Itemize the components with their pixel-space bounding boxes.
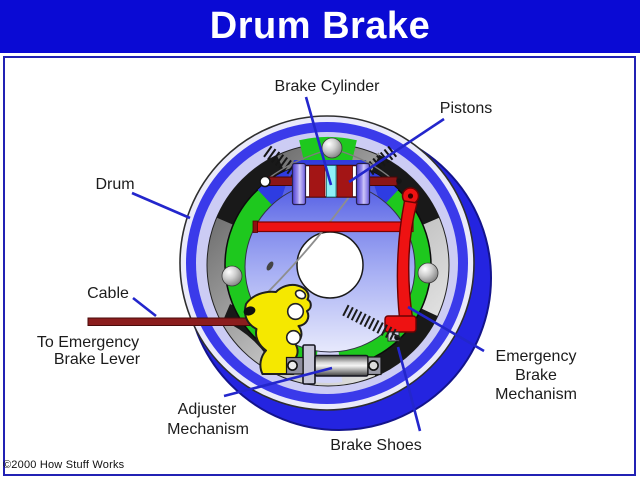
title-bar: Drum Brake — [0, 0, 640, 53]
label-adjuster-line1: Adjuster — [178, 401, 237, 418]
adjuster-screw-body — [314, 354, 369, 377]
pivot-ball-left — [221, 265, 243, 287]
parking-strut-end — [252, 220, 258, 233]
spring-wire-right — [339, 150, 393, 180]
pivot-ball-top — [321, 137, 343, 159]
label-emergency-line1: Emergency — [496, 348, 577, 365]
label-adjuster-line2: Mechanism — [167, 421, 249, 438]
cylinder-chamber-right — [336, 165, 353, 198]
leader-pistons — [348, 117, 445, 184]
content-frame — [3, 56, 636, 476]
label-emergency-line2: Brake — [515, 367, 557, 384]
adjuster-lever-hole-upper — [286, 302, 305, 321]
adjuster-ring-left — [287, 360, 298, 371]
label-pistons: Pistons — [440, 100, 492, 117]
piston-left — [291, 162, 307, 206]
drum-shadow-segment-top-left — [216, 155, 285, 225]
label-to-emergency-line1: To Emergency — [37, 334, 139, 351]
adjuster-ring-right — [368, 360, 379, 371]
emergency-lever-foot — [384, 315, 417, 333]
label-cable: Cable — [87, 285, 129, 302]
leader-brake-shoes — [396, 346, 422, 432]
pivot-ball-right — [417, 262, 439, 284]
leader-emergency — [407, 305, 485, 353]
label-to-emergency-line2: Brake Lever — [54, 351, 141, 368]
parking-strut-bar — [254, 221, 414, 233]
cable-attachment-pad — [243, 306, 256, 316]
leader-adjuster — [223, 366, 333, 398]
label-brake-cylinder: Brake Cylinder — [275, 78, 381, 95]
leader-drum — [131, 191, 191, 220]
page-title: Drum Brake — [209, 5, 431, 47]
adjuster-lever-hook-hole — [294, 289, 307, 300]
copyright-notice: ©2000 How Stuff Works — [3, 459, 125, 471]
cylinder-chamber-left — [309, 165, 326, 198]
rod-anchor-left — [259, 175, 271, 188]
cable-stop-bead — [266, 261, 274, 271]
hub-hole — [296, 231, 364, 299]
label-drum: Drum — [95, 176, 134, 193]
label-emergency-line3: Mechanism — [495, 386, 577, 403]
leader-cable — [132, 296, 157, 318]
leader-lines — [131, 96, 485, 432]
adjuster-bracket — [302, 344, 316, 385]
leader-brake-cylinder — [304, 96, 333, 186]
spring-wire-left — [268, 150, 325, 179]
adjuster-lever-hole-lower — [285, 329, 302, 346]
emergency-lever-pivot-pin — [407, 193, 414, 199]
shoe-spring-tail — [391, 332, 402, 339]
drum-shadow-segment-top-right — [371, 155, 440, 225]
label-brake-shoes: Brake Shoes — [330, 437, 422, 454]
rod-anchor-right — [396, 178, 402, 184]
